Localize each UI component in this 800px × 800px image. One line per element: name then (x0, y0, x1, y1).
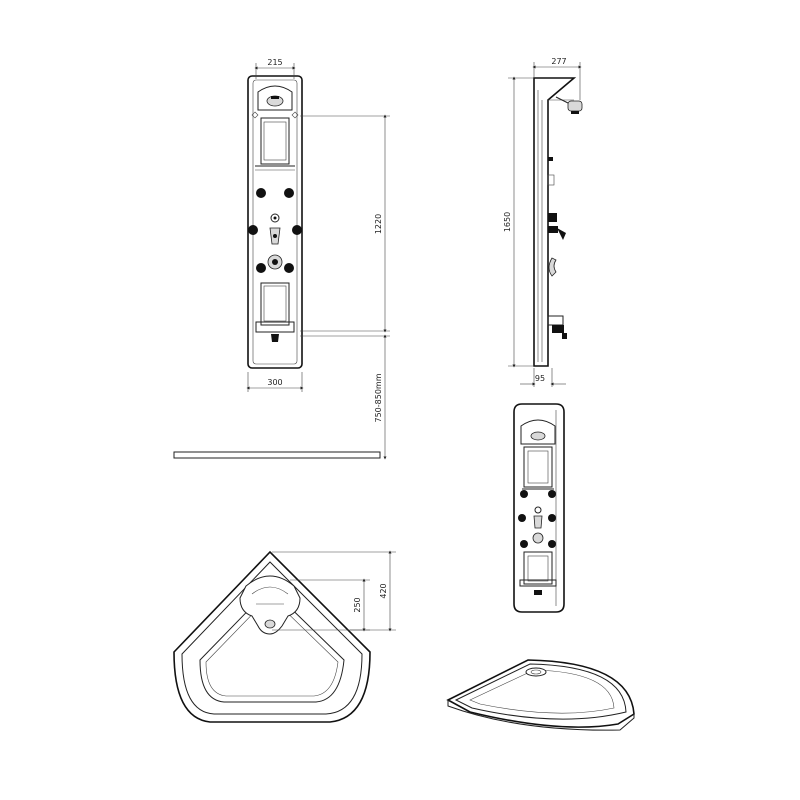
perspective-jet-icon (518, 490, 556, 548)
drain-icon (525, 667, 547, 677)
diverter-knob-icon (270, 213, 280, 223)
mixer-handle-icon (269, 227, 281, 245)
side-jet-icon (548, 213, 566, 240)
dimension-300: 300 (246, 372, 304, 392)
svg-text:1220: 1220 (374, 214, 383, 234)
dimension-mount-height: 750-850mm (300, 334, 390, 460)
front-view-panel (247, 75, 303, 369)
svg-text:1650: 1650 (503, 212, 512, 232)
plan-panel-outline (239, 575, 301, 635)
floor-line (173, 451, 381, 459)
hand-shower-outlet-icon (271, 334, 279, 342)
svg-text:250: 250 (353, 597, 362, 612)
svg-text:277: 277 (551, 57, 566, 66)
thermostat-dial-icon (267, 254, 283, 270)
dimension-215: 215 (254, 58, 296, 79)
side-outlet-icon (547, 315, 567, 339)
plan-view-tray (173, 550, 371, 723)
dimension-95: 95 (520, 368, 566, 387)
svg-text:300: 300 (267, 378, 282, 387)
svg-text:215: 215 (267, 58, 282, 67)
dimension-420: 420 (272, 550, 396, 632)
side-handle-icon (548, 257, 557, 277)
perspective-tray (446, 659, 635, 731)
svg-text:750-850mm: 750-850mm (374, 373, 383, 422)
side-shower-head-icon (555, 96, 583, 114)
perspective-panel (513, 403, 565, 613)
svg-text:420: 420 (379, 583, 388, 598)
dimension-277: 277 (532, 57, 582, 100)
dimension-1650: 1650 (503, 76, 534, 368)
svg-text:95: 95 (535, 374, 545, 383)
shower-head-icon (266, 95, 284, 107)
side-view-panel (533, 77, 583, 367)
body-jet-icon (248, 188, 302, 273)
dimension-1220: 1220 (300, 114, 390, 333)
